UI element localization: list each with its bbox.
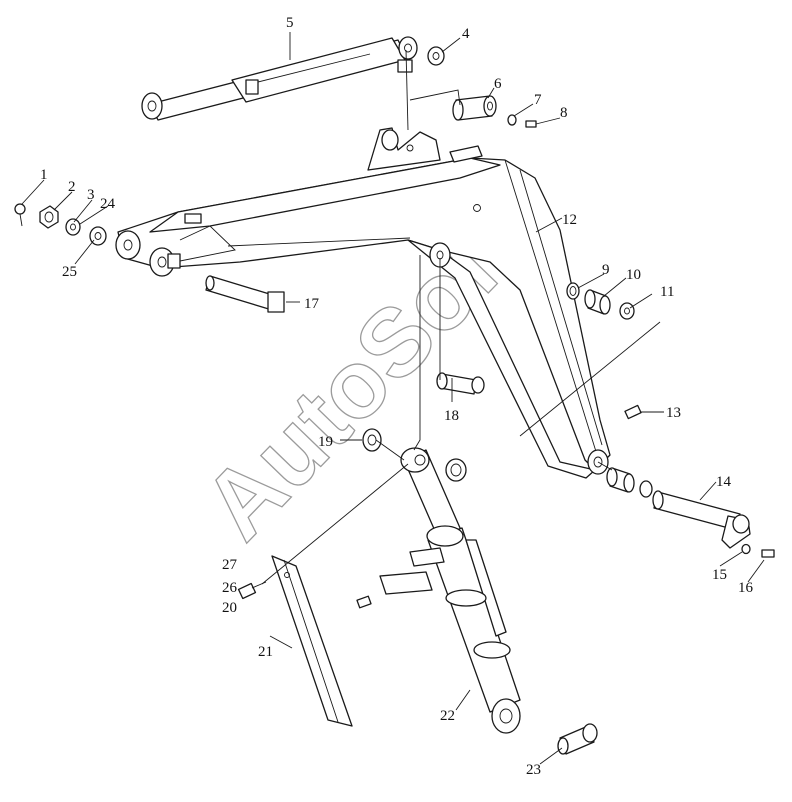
bracket-plate[interactable]	[379, 571, 433, 595]
arm-cylinder-part-5[interactable]	[141, 36, 418, 121]
washer-part-11[interactable]	[619, 302, 635, 320]
plate-part-21[interactable]	[271, 555, 353, 727]
washer-part-4[interactable]	[427, 46, 445, 66]
bolt-part-13[interactable]	[624, 404, 642, 420]
callout-13: 13	[666, 405, 681, 421]
callout-20: 20	[222, 600, 237, 616]
callout-12: 12	[562, 212, 577, 228]
pin-part-6[interactable]	[452, 95, 497, 121]
callout-7: 7	[534, 92, 542, 108]
bolt-lower[interactable]	[356, 595, 372, 609]
pin-part-23[interactable]	[557, 723, 598, 755]
boom-cylinder-part-22[interactable]	[400, 447, 521, 734]
callout-9: 9	[602, 262, 610, 278]
callout-19: 19	[318, 434, 333, 450]
bushing-foot[interactable]	[606, 467, 653, 498]
callout-22: 22	[440, 708, 455, 724]
callout-11: 11	[660, 284, 674, 300]
callout-21: 21	[258, 644, 273, 660]
callout-16: 16	[738, 580, 754, 596]
callout-4: 4	[462, 26, 470, 42]
washer-part-19[interactable]	[362, 428, 382, 452]
callout-26: 26	[222, 580, 238, 596]
callout-25: 25	[62, 264, 77, 280]
callout-6: 6	[494, 76, 502, 92]
callout-24: 24	[100, 196, 116, 212]
callout-3: 3	[87, 187, 95, 203]
callout-15: 15	[712, 567, 727, 583]
seal-part-9[interactable]	[566, 282, 580, 300]
bolt-part-16[interactable]	[761, 549, 775, 558]
nut-part-7[interactable]	[507, 114, 517, 126]
callout-10: 10	[626, 267, 641, 283]
callout-labels: 1 2 3 24 25 5 4 6 7 8 12 9 10 11 13 14 1…	[40, 15, 754, 778]
callout-23: 23	[526, 762, 541, 778]
washer-lower[interactable]	[445, 458, 467, 482]
bushing-part-10[interactable]	[584, 289, 611, 315]
callout-5: 5	[286, 15, 294, 31]
callout-1: 1	[40, 167, 48, 183]
callout-14: 14	[716, 474, 732, 490]
callout-18: 18	[444, 408, 459, 424]
callout-17: 17	[304, 296, 320, 312]
washer-part-3[interactable]	[65, 218, 81, 236]
bolt-part-20[interactable]	[237, 581, 267, 600]
pin-part-17[interactable]	[205, 275, 285, 313]
nut-part-2[interactable]	[39, 205, 59, 229]
pin-part-18[interactable]	[436, 372, 485, 395]
pin-part-14[interactable]	[652, 490, 751, 549]
callout-8: 8	[560, 105, 568, 121]
leader-lines	[21, 32, 765, 765]
bolt-part-8[interactable]	[525, 120, 537, 128]
boom-part-12[interactable]	[115, 127, 611, 479]
callout-2: 2	[68, 179, 76, 195]
callout-27: 27	[222, 557, 238, 573]
grease-fitting-part-1[interactable]	[14, 203, 26, 227]
nut-part-15[interactable]	[741, 543, 751, 555]
